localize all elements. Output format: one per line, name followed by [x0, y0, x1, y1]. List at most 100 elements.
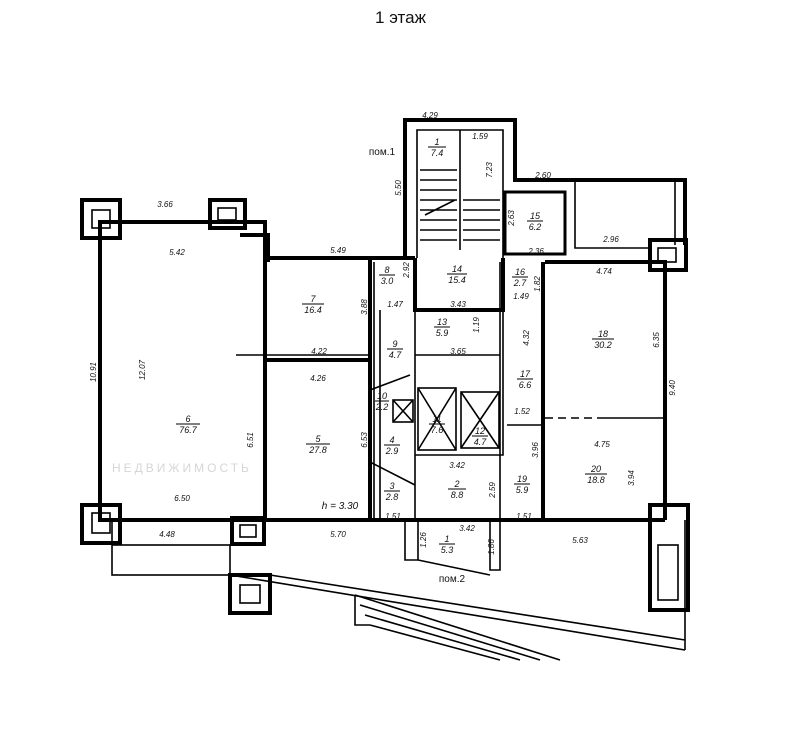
dimension-label: 1.52: [514, 407, 530, 416]
room-text: 10: [377, 391, 387, 401]
room-text: 5.9: [516, 485, 529, 495]
walls: [80, 118, 690, 661]
dimension-label: 1.59: [472, 132, 488, 141]
room-pom2-1: 15.3: [439, 534, 455, 555]
room-labels: 17.4 28.8 32.8 42.9 527.8 676.7 716.4 83…: [176, 137, 614, 585]
plan-line: [648, 503, 690, 612]
dimension-label: 1.86: [487, 539, 496, 555]
plan-line: [574, 182, 676, 249]
floor-title: 1 этаж: [375, 8, 426, 27]
room-text: 7.4: [431, 148, 444, 158]
room-text: 3.0: [381, 276, 394, 286]
room-15: 156.2: [527, 211, 543, 232]
label-pom1: пом.1: [369, 147, 396, 158]
room-text: 2: [453, 479, 459, 489]
room-text: 18: [598, 329, 608, 339]
dimension-label: 4.22: [311, 347, 327, 356]
room-text: 2.7: [513, 278, 528, 288]
dimension-label: 5.70: [330, 530, 346, 539]
room-text: 3: [389, 481, 394, 491]
plan-line: [416, 129, 504, 258]
plan-line: [354, 594, 561, 661]
dimension-label: 5.42: [169, 248, 185, 257]
room-6: 676.7: [176, 414, 200, 435]
room-5: 527.8: [306, 434, 330, 455]
room-text: 11: [432, 414, 441, 424]
room-text: 9: [392, 339, 397, 349]
dimension-label: 1.51: [385, 512, 401, 521]
room-text: 1: [434, 137, 439, 147]
room-text: 27.8: [308, 445, 327, 455]
dimension-label: 7.23: [485, 162, 494, 178]
room-text: 7: [310, 294, 316, 304]
dimension-label: 2.36: [527, 247, 544, 256]
dimension-label: h = 3.30: [322, 501, 359, 512]
dimension-label: 3.42: [449, 461, 465, 470]
plan-line: [417, 387, 457, 451]
room-17: 176.6: [517, 369, 533, 390]
room-text: 13: [437, 317, 447, 327]
dimension-label: 6.53: [360, 432, 369, 448]
entrance-steps: [354, 594, 561, 661]
dimension-label: 2.92: [402, 262, 411, 279]
dimension-label: 1.51: [516, 512, 532, 521]
dimension-label: 4.74: [596, 267, 612, 276]
room-text: 5.9: [436, 328, 449, 338]
room-text: 8.8: [451, 490, 464, 500]
room-2: 28.8: [448, 479, 466, 500]
plan-line: [420, 169, 500, 241]
room-text: 76.7: [179, 425, 198, 435]
plan-line: [657, 247, 677, 263]
room-10: 102.2: [375, 391, 389, 412]
dimension-label: 4.26: [310, 374, 326, 383]
dimension-label: 3.96: [531, 442, 540, 458]
plan-line: [369, 374, 416, 486]
room-text: 6.2: [529, 222, 542, 232]
dimension-label: 2.63: [507, 210, 516, 227]
plan-line: [208, 198, 247, 230]
dimension-label: 1.82: [533, 276, 542, 292]
dimension-label: 4.29: [422, 111, 438, 120]
right-walls: [545, 260, 667, 520]
dimension-label: 12.07: [138, 359, 147, 380]
room-text: 14: [452, 264, 462, 274]
room-19: 195.9: [514, 474, 530, 495]
plan-line: [230, 516, 266, 546]
plan-line: [392, 399, 414, 423]
room-12: 124.7: [472, 426, 488, 447]
dimension-label: 3.66: [157, 200, 173, 209]
dimension-label: 6.50: [174, 494, 190, 503]
dimension-label: 4.32: [522, 330, 531, 346]
plan-line: [111, 544, 231, 576]
room-9: 94.7: [387, 339, 403, 360]
dimension-label: 4.48: [159, 530, 175, 539]
stair-tower-walls: [403, 118, 687, 258]
room-text: 2.2: [375, 402, 389, 412]
room-text: 4.7: [389, 350, 403, 360]
room-text: 6: [185, 414, 190, 424]
plan-line: [80, 198, 122, 240]
room-text: 4.7: [474, 437, 488, 447]
dimension-label: 3.42: [459, 524, 475, 533]
dimension-label: 4.75: [594, 440, 610, 449]
watermark: НЕДВИЖИМОСТЬ: [112, 461, 252, 475]
dimension-label: 2.59: [488, 482, 497, 499]
dimension-label: 1.19: [472, 317, 481, 333]
stairs: [420, 169, 500, 241]
dimension-label: 3.94: [627, 470, 636, 486]
plan-line: [417, 387, 457, 451]
room-text: 7.6: [431, 425, 444, 435]
dimension-label: 10.91: [89, 362, 98, 382]
room-8: 83.0: [379, 265, 395, 286]
dimension-label: 9.40: [668, 380, 677, 396]
plan-line: [239, 584, 261, 604]
room-text: 16: [515, 267, 525, 277]
room-16: 162.7: [512, 267, 528, 288]
room-text: 1: [444, 534, 449, 544]
room-13: 135.9: [434, 317, 450, 338]
room-15-walls: [503, 190, 567, 256]
room-text: 4: [389, 435, 394, 445]
room-text: 16.4: [304, 305, 322, 315]
